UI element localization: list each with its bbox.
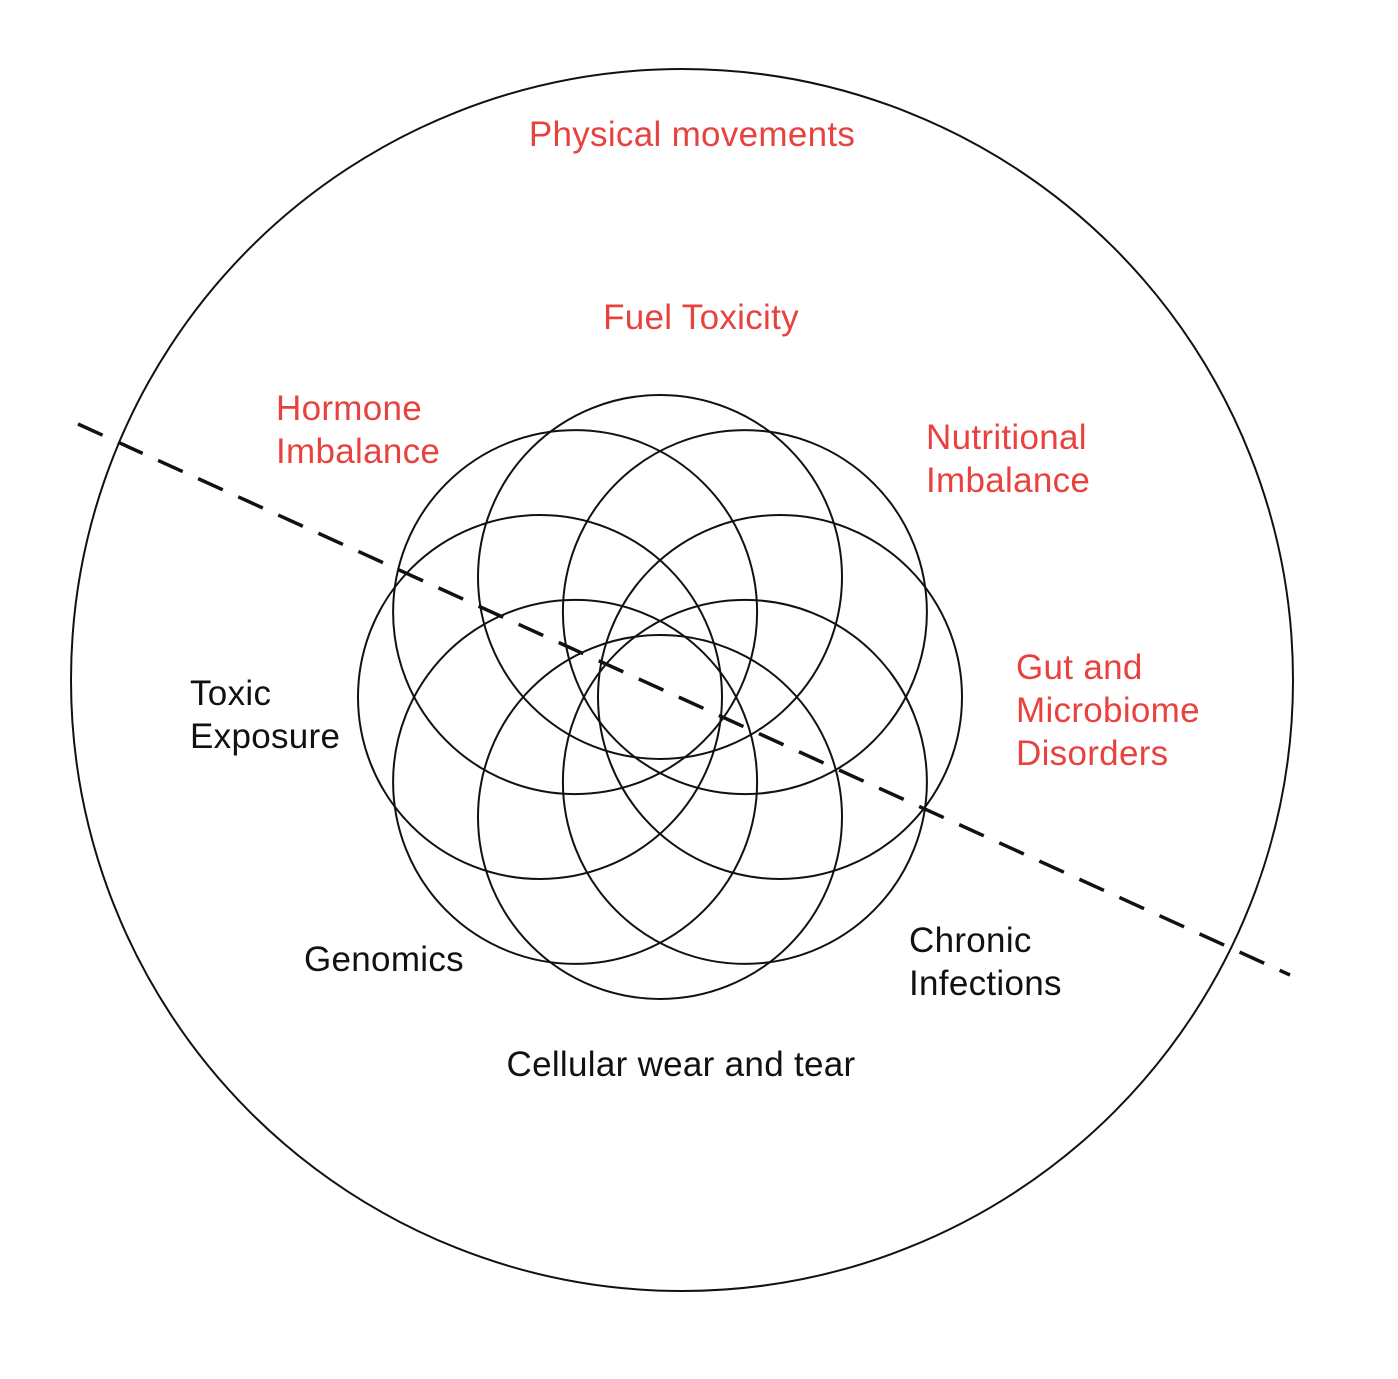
label-hormone-imbalance: Hormone Imbalance [276,389,441,471]
outer-circle [70,68,1294,1292]
rosette-circle [561,429,928,796]
label-cellular-wear-and-tear: Cellular wear and tear [506,1045,856,1084]
rosette-circle [392,598,759,965]
label-physical-movements: Physical movements [528,115,856,154]
label-gut-microbiome-disorders: Gut and Microbiome Disorders [1016,648,1200,773]
flower-of-circles [357,394,963,1000]
rosette-circle [357,514,723,880]
label-nutritional-imbalance: Nutritional Imbalance [926,418,1091,500]
label-toxic-exposure: Toxic Exposure [190,674,341,756]
rosette-circle [597,514,963,880]
rosette-circle [392,429,759,796]
label-genomics: Genomics [304,940,464,979]
rosette-circle [477,394,843,760]
label-chronic-infections: Chronic Infections [909,921,1062,1003]
dashed-divider-line [77,422,1291,977]
rosette-circle [561,598,928,965]
rosette-circle [477,634,843,1000]
label-fuel-toxicity: Fuel Toxicity [603,298,799,337]
